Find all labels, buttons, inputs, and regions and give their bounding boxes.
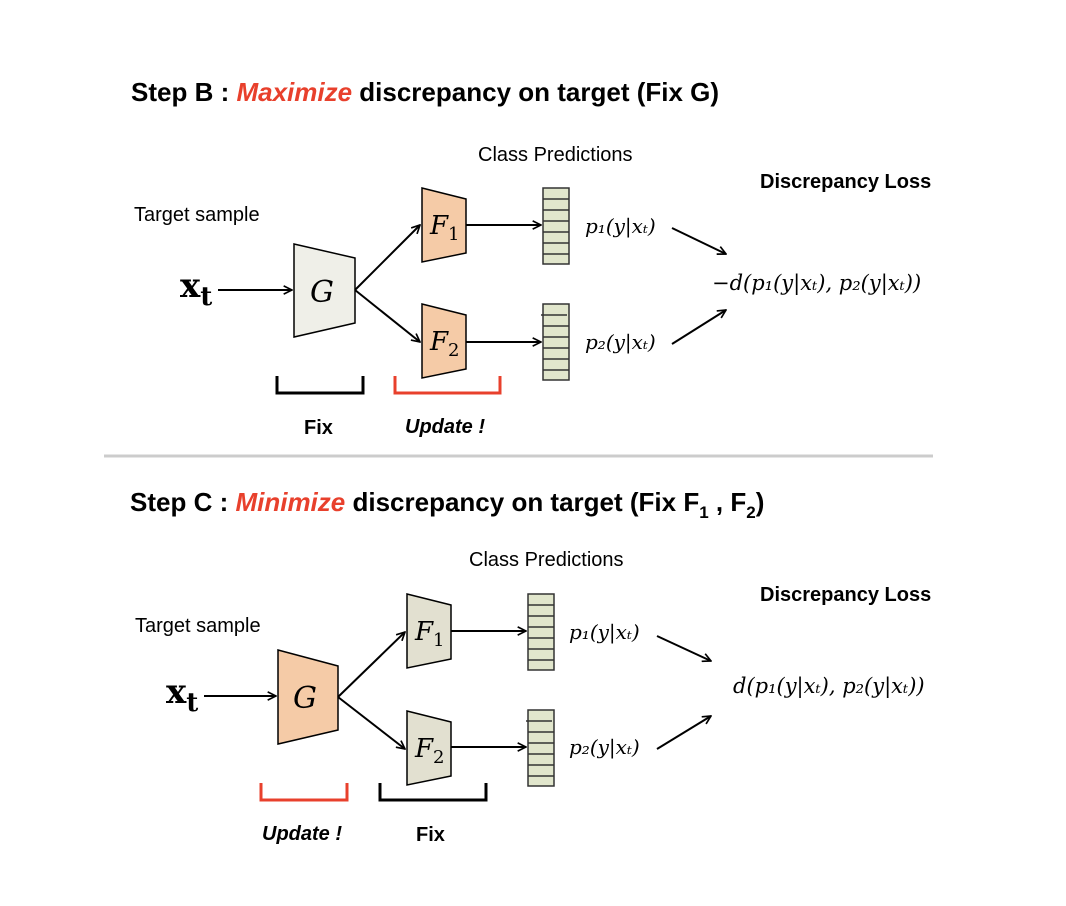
class-predictions-label: Class Predictions (478, 144, 633, 166)
update-bracket (259, 783, 349, 802)
p1-label: p₁(y|xₜ) (569, 620, 640, 645)
fix-label: Fix (304, 417, 333, 439)
generator-G-label: G (310, 275, 334, 310)
arrow-G-to-F1 (337, 632, 405, 698)
classifier-F2-label: F2 (414, 734, 445, 768)
step-c-title-accent: Minimize (235, 487, 345, 517)
update-bracket (393, 376, 502, 395)
class-predictions-label: Class Predictions (469, 549, 624, 571)
classifier-F1-block (406, 593, 452, 669)
classifier-F2-block (406, 710, 452, 786)
prediction-vector-1 (527, 593, 555, 671)
fix-label: Fix (416, 824, 445, 846)
step-c-title: Step C : Minimize discrepancy on target … (130, 487, 764, 522)
classifier-F1-label: F1 (429, 211, 460, 245)
prediction-vector-1 (542, 187, 570, 265)
update-label: Update ! (262, 823, 342, 845)
discrepancy-loss-label: Discrepancy Loss (760, 171, 931, 193)
generator-G-label: G (293, 681, 317, 716)
target-sample-label: Target sample (135, 615, 261, 637)
generator-G-block (277, 649, 339, 745)
classifier-F2-label: F2 (429, 327, 460, 361)
discrepancy-loss-label: Discrepancy Loss (760, 584, 931, 606)
input-xt-symbol: xt (166, 672, 198, 718)
arrow-p1-to-loss (671, 227, 726, 254)
arrow-p1-to-loss (656, 635, 711, 661)
prediction-vector-2 (541, 303, 570, 381)
prediction-vector-2 (526, 709, 555, 787)
arrow-p2-to-loss (671, 310, 726, 345)
classifier-F1-block (421, 187, 467, 263)
classifier-F2-block (421, 303, 467, 379)
arrow-G-to-F2 (337, 696, 405, 749)
generator-G-block (293, 243, 356, 338)
step-b-title-accent: Maximize (236, 77, 352, 107)
input-xt-symbol: xt (180, 266, 212, 312)
step-c-panel: Step C : Minimize discrepancy on target … (130, 487, 931, 846)
step-b-title: Step B : Maximize discrepancy on target … (131, 77, 719, 107)
step-b-panel: Step B : Maximize discrepancy on target … (131, 77, 931, 439)
loss-formula: −d(p₁(y|xₜ), p₂(y|xₜ)) (712, 271, 921, 296)
p2-label: p₂(y|xₜ) (569, 735, 640, 760)
fix-bracket (378, 783, 488, 802)
loss-formula: d(p₁(y|xₜ), p₂(y|xₜ)) (733, 674, 925, 699)
arrow-p2-to-loss (656, 716, 711, 750)
classifier-F1-label: F1 (414, 617, 445, 651)
p2-label: p₂(y|xₜ) (585, 330, 656, 355)
fix-bracket (275, 376, 365, 395)
arrow-G-to-F1 (354, 225, 420, 291)
target-sample-label: Target sample (134, 204, 260, 226)
update-label: Update ! (405, 416, 485, 438)
p1-label: p₁(y|xₜ) (585, 214, 656, 239)
arrow-G-to-F2 (354, 289, 420, 342)
